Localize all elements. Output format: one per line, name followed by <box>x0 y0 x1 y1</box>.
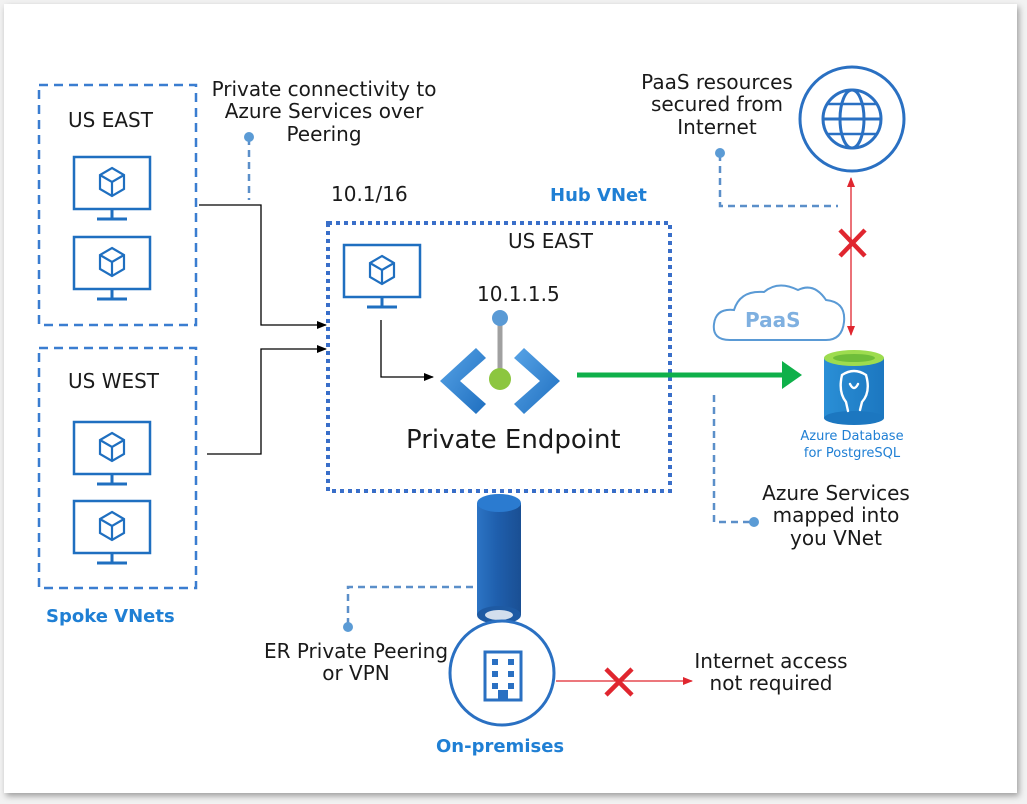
vm-icon <box>72 235 152 301</box>
callout-er-peering <box>346 585 476 625</box>
paas-cloud-label: PaaS <box>745 308 801 332</box>
hub-region-label: US EAST <box>508 229 593 253</box>
hub-vnet-box <box>326 221 672 493</box>
globe-icon <box>798 65 906 173</box>
services-mapped-label: Azure Services mapped into you VNet <box>762 481 910 550</box>
postgresql-database-icon <box>824 350 884 425</box>
green-arrowhead <box>782 361 802 389</box>
vm-icon <box>72 155 152 221</box>
er-peering-label: ER Private Peering or VPN <box>263 639 449 686</box>
hub-cidr-label: 10.1/16 <box>331 182 408 206</box>
blocked-x-icon <box>604 667 634 697</box>
callout-paas-secured <box>718 154 838 208</box>
connector-vm-to-endpoint <box>380 320 434 381</box>
internet-access-label: Internet access not required <box>694 649 848 696</box>
private-endpoint-label: Private Endpoint <box>406 425 621 455</box>
vm-icon <box>72 420 152 486</box>
expressroute-pipe <box>477 494 521 624</box>
connector-us-west-to-hub <box>207 345 327 455</box>
private-endpoint-icon <box>440 310 560 414</box>
callout-dot <box>244 132 254 142</box>
endpoint-ip-label: 10.1.1.5 <box>477 282 560 306</box>
azure-database-label: Azure Database for PostgreSQL <box>800 429 904 461</box>
spoke-vnets-label: Spoke VNets <box>46 606 175 627</box>
spoke-vnet-us-east-box <box>37 83 198 327</box>
blocked-x-icon <box>838 228 867 258</box>
vm-icon <box>342 243 422 309</box>
on-premises-label: On-premises <box>436 736 565 757</box>
spoke-east-label: US EAST <box>68 108 153 132</box>
private-connectivity-label: Private connectivity to Azure Services o… <box>211 77 437 146</box>
spoke-vnet-us-west-box <box>37 346 198 590</box>
callout-dot <box>715 148 725 158</box>
vm-icon <box>72 499 152 565</box>
callout-dot <box>343 622 353 632</box>
building-icon <box>448 619 556 727</box>
spoke-west-label: US WEST <box>68 369 160 393</box>
hub-vnet-label: Hub VNet <box>550 185 647 206</box>
cloud-icon <box>712 284 846 341</box>
paas-secured-label: PaaS resources secured from Internet <box>641 70 793 139</box>
connector-us-east-to-hub <box>199 204 327 329</box>
callout-services-mapped <box>712 395 752 524</box>
callout-dot <box>749 517 759 527</box>
